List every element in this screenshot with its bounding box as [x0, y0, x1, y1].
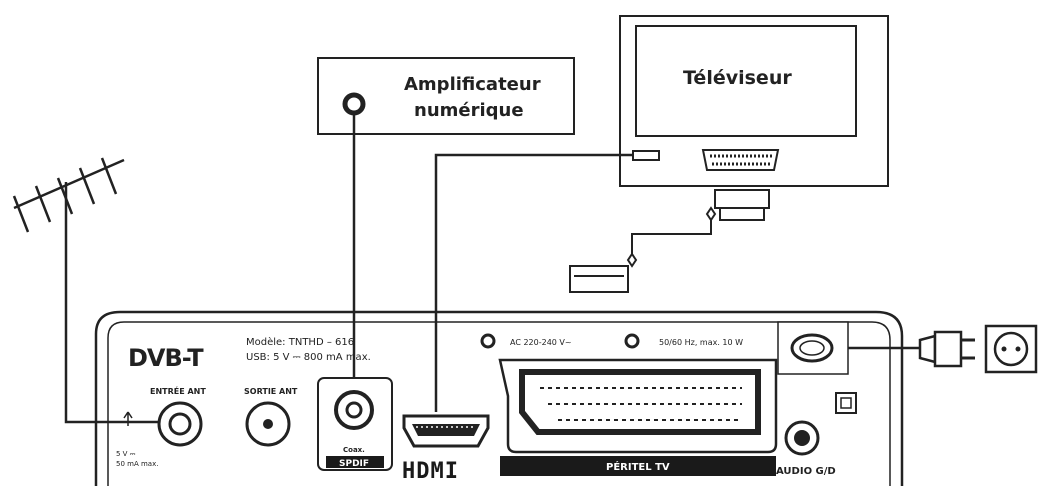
antenna-in-power-label-1: 5 V ⎓ [116, 450, 136, 458]
audio-port-icon [784, 420, 820, 456]
amplifier-coax-jack-icon [342, 92, 366, 116]
receiver-back-panel: DVB-T Modèle: TNTHD – 616 USB: 5 V ⎓ 800… [94, 310, 904, 486]
audio-label: AUDIO G/D [776, 466, 836, 477]
usb-label: USB: 5 V ⎓ 800 mA max. [246, 352, 371, 363]
antenna-icon [12, 157, 170, 424]
antenna-out-port-icon [245, 401, 291, 447]
television-label: Téléviseur [683, 67, 792, 89]
spdif-label: SPDIF [339, 459, 369, 469]
amplifier-box: Amplificateur numérique [317, 57, 575, 135]
scart-port-icon: PÉRITEL TV [498, 358, 778, 476]
antenna-out-label: SORTIE ANT [244, 387, 298, 396]
screw-hole-2-icon [624, 333, 640, 349]
television-scart-port-icon [701, 149, 780, 171]
scart-label: PÉRITEL TV [606, 460, 670, 473]
wall-outlet-icon [984, 324, 1038, 374]
television-screen [635, 25, 857, 137]
amplifier-label-line1: Amplificateur [404, 74, 541, 95]
svg-text:DVB-T: DVB-T [128, 344, 204, 372]
antenna-in-label: ENTRÉE ANT [150, 385, 206, 396]
spdif-port: Coax. SPDIF [317, 377, 393, 471]
television: Téléviseur [619, 15, 889, 187]
antenna-in-port-icon [123, 401, 203, 447]
amplifier-label-line2: numérique [414, 100, 524, 121]
power-plug-icon [918, 330, 975, 368]
ac-voltage-label: AC 220-240 V~ [510, 338, 572, 347]
scart-cable [569, 189, 770, 293]
model-label: Modèle: TNTHD – 616 [246, 336, 354, 348]
hdmi-port-icon [402, 414, 490, 448]
hdmi-logo: HDMI [402, 459, 459, 484]
antenna-in-power-label-2: 50 mA max. [116, 460, 158, 468]
frequency-label: 50/60 Hz, max. 10 W [659, 338, 743, 347]
screw-hole-1-icon [480, 333, 496, 349]
hdmi-cable [434, 153, 633, 412]
dvbt-logo: DVB-T [128, 344, 205, 372]
television-hdmi-port-icon [632, 150, 660, 161]
spdif-coax-label: Coax. [343, 446, 365, 454]
